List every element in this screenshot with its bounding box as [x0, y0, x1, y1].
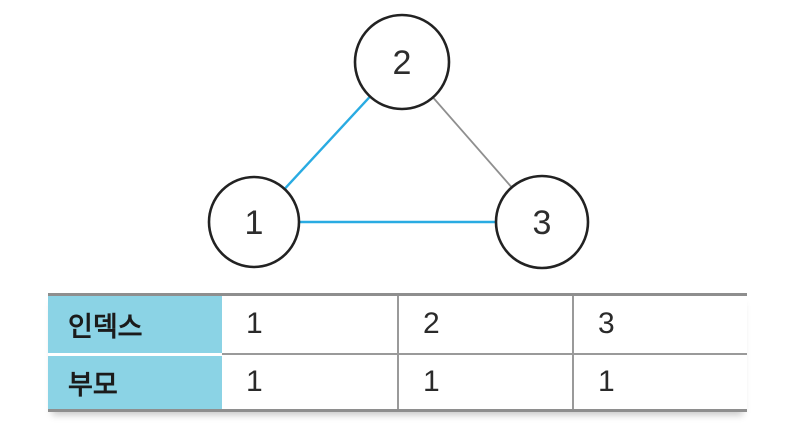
node-1-circle — [207, 175, 301, 269]
cell-index-2: 2 — [397, 296, 572, 353]
node-3-circle — [494, 174, 590, 270]
node-2-circle — [353, 13, 451, 111]
row-header-parent: 부모 — [48, 352, 222, 409]
row-header-index: 인덱스 — [48, 296, 222, 353]
node-3-label: 3 — [533, 204, 552, 242]
cell-index-3: 3 — [572, 296, 747, 353]
cell-parent-2: 1 — [397, 352, 572, 409]
node-1-label: 1 — [245, 204, 264, 242]
cell-parent-3: 1 — [572, 352, 747, 409]
cell-parent-1: 1 — [222, 352, 397, 409]
graph-node-3: 3 — [494, 174, 590, 270]
graph-node-1: 1 — [207, 175, 301, 269]
node-2-label: 2 — [393, 44, 412, 82]
graph-diagram: 1 2 3 — [207, 13, 590, 270]
cell-index-1: 1 — [222, 296, 397, 353]
graph-node-2: 2 — [353, 13, 451, 111]
union-find-table: 인덱스 1 2 3 부모 1 1 1 — [48, 293, 747, 412]
